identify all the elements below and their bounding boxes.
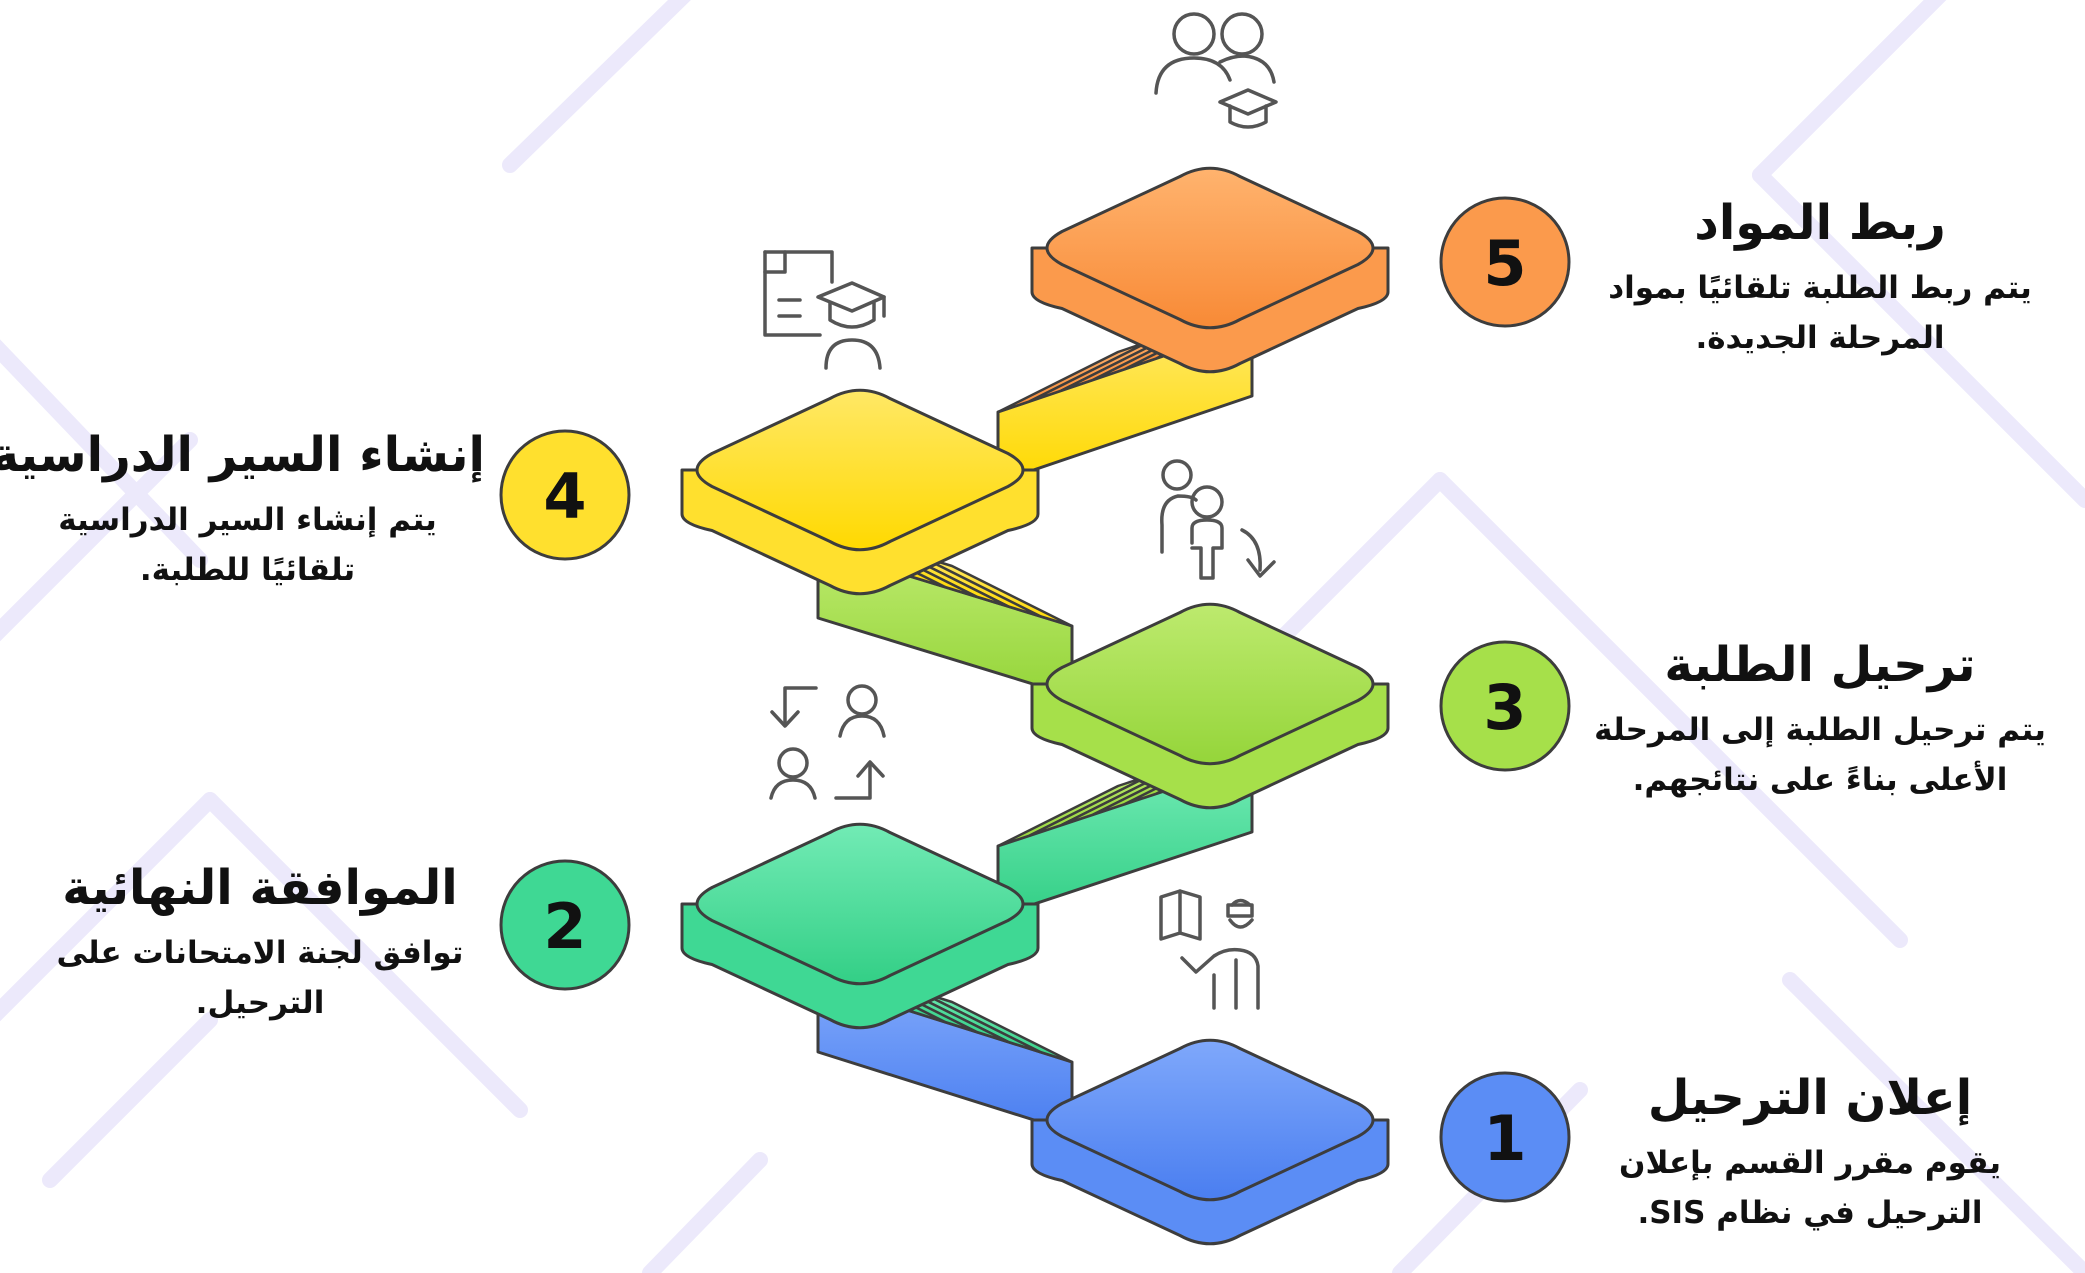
platform-5 <box>1030 166 1390 374</box>
step-4-title: إنشاء السير الدراسية <box>0 427 485 483</box>
badge-circle <box>1439 640 1571 772</box>
step-2-title: الموافقة النهائية <box>62 860 458 916</box>
step-1-badge: 1 <box>1439 1071 1571 1203</box>
student-document-icon <box>763 250 886 370</box>
step-1-label: إعلان الترحيل يقوم مقرر القسم بإعلان الت… <box>1560 1068 2060 1238</box>
platform-3 <box>1030 602 1390 810</box>
step-4-label: إنشاء السير الدراسية يتم إنشاء السير الد… <box>0 425 485 595</box>
platform-top <box>695 822 1025 986</box>
step-1-number: 1 <box>1483 1102 1526 1175</box>
exchange-people-icon <box>769 684 886 800</box>
step-3-badge: 3 <box>1439 640 1571 772</box>
badges-layer: 1 2 3 4 5 <box>499 196 1571 1203</box>
step-3-title: ترحيل الطلبة <box>1664 637 1976 693</box>
badge-circle <box>1439 196 1571 328</box>
platform-2 <box>680 822 1040 1030</box>
step-2-badge: 2 <box>499 859 631 991</box>
step-3-number: 3 <box>1483 671 1526 744</box>
step-3-label: ترحيل الطلبة يتم ترحيل الطلبة إلى المرحل… <box>1560 635 2080 805</box>
badge-circle <box>1439 1071 1571 1203</box>
badge-circle <box>499 429 631 561</box>
step-5-description: يتم ربط الطلبة تلقائيًا بمواد المرحلة ال… <box>1608 270 2032 357</box>
platform-top <box>1045 1038 1375 1202</box>
step-4-badge: 4 <box>499 429 631 561</box>
students-group-icon <box>1154 12 1278 129</box>
platforms-layer <box>680 166 1390 1246</box>
platform-top <box>695 388 1025 552</box>
step-5-number: 5 <box>1483 227 1526 300</box>
platform-top <box>1045 602 1375 766</box>
step-4-number: 4 <box>543 460 586 533</box>
badge-circle <box>499 859 631 991</box>
step-1-description: يقوم مقرر القسم بإعلان الترحيل في نظام S… <box>1618 1145 2001 1232</box>
step-5-badge: 5 <box>1439 196 1571 328</box>
step-2-label: الموافقة النهائية توافق لجنة الامتحانات … <box>20 858 500 1028</box>
step-5-label: ربط المواد يتم ربط الطلبة تلقائيًا بمواد… <box>1565 193 2075 363</box>
platform-1 <box>1030 1038 1390 1246</box>
step-5-title: ربط المواد <box>1694 195 1946 251</box>
step-3-description: يتم ترحيل الطلبة إلى المرحلة الأعلى بناء… <box>1594 712 2046 799</box>
step-2-description: توافق لجنة الامتحانات على الترحيل. <box>56 935 464 1022</box>
platform-4 <box>680 388 1040 596</box>
step-2-number: 2 <box>543 890 586 963</box>
people-transfer-icon <box>1160 459 1276 580</box>
step-4-description: يتم إنشاء السير الدراسية تلقائيًا للطلبة… <box>58 502 437 589</box>
platform-top <box>1045 166 1375 330</box>
teacher-board-icon <box>1159 889 1260 1010</box>
step-1-title: إعلان الترحيل <box>1647 1070 1973 1126</box>
